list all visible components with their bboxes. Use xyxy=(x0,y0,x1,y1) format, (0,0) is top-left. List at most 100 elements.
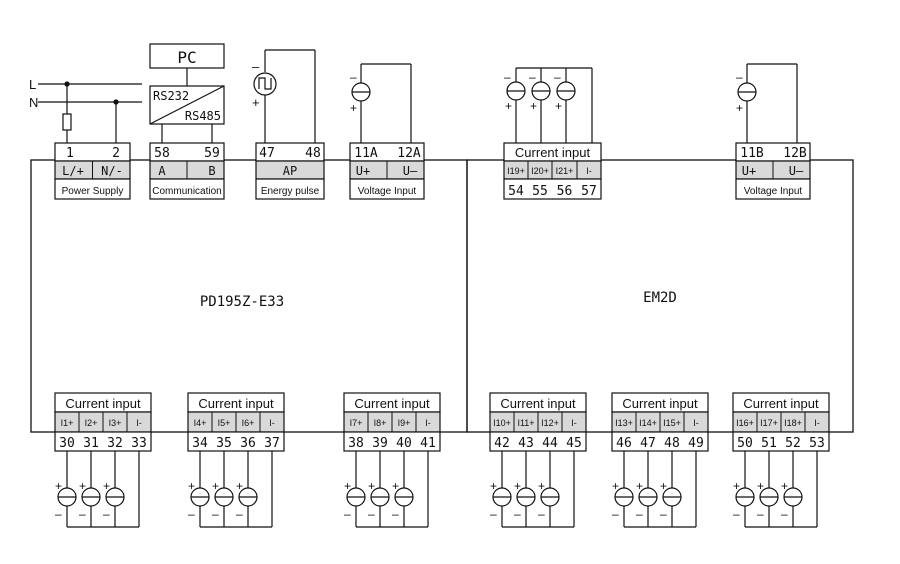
supply-lines xyxy=(38,83,142,143)
top-src-plus: + xyxy=(505,99,512,113)
pulse-plus: + xyxy=(252,95,260,110)
block-title: Current input xyxy=(65,396,141,411)
terminal-signal: I2+ xyxy=(85,418,98,428)
terminal-number: 49 xyxy=(688,436,704,451)
terminal-block-energy-pulse: 47 48 AP Energy pulse xyxy=(255,142,325,200)
current-sources-2 xyxy=(190,451,273,528)
terminal-number: 47 xyxy=(259,146,275,161)
terminal-signal: I- xyxy=(425,418,431,428)
terminal-signal: I5+ xyxy=(218,418,231,428)
terminal-signal: I10+ xyxy=(493,418,511,428)
pulse-output xyxy=(253,49,316,143)
terminal-number: 37 xyxy=(264,436,280,451)
volt-a-minus: – xyxy=(350,70,357,84)
top-src-minus: – xyxy=(554,70,561,84)
terminal-number: 38 xyxy=(348,436,364,451)
terminal-number: 47 xyxy=(640,436,656,451)
source-minus: – xyxy=(660,507,667,521)
main-module-name: PD195Z-E33 xyxy=(200,294,284,310)
source-minus: – xyxy=(368,507,375,521)
source-minus: – xyxy=(344,507,351,521)
terminal-signal: U+ xyxy=(742,164,756,178)
terminal-signal: I- xyxy=(269,418,275,428)
terminal-number: 44 xyxy=(542,436,558,451)
terminal-number: 34 xyxy=(192,436,208,451)
terminal-number: 54 xyxy=(508,184,524,199)
source-minus: – xyxy=(103,507,110,521)
terminal-number: 11B xyxy=(740,146,764,161)
source-plus: + xyxy=(212,479,219,493)
terminal-number: 56 xyxy=(557,184,573,199)
terminal-signal: I12+ xyxy=(541,418,559,428)
terminal-signal: I- xyxy=(571,418,577,428)
source-plus: + xyxy=(538,479,545,493)
current-sources-1 xyxy=(57,451,140,528)
volt-b-minus: – xyxy=(736,70,743,84)
source-plus: + xyxy=(781,479,788,493)
terminal-signal: U– xyxy=(403,164,418,178)
terminal-number: 42 xyxy=(494,436,510,451)
voltage-source-a xyxy=(351,63,412,143)
source-minus: – xyxy=(781,507,788,521)
source-minus: – xyxy=(612,507,619,521)
terminal-signal: I6+ xyxy=(242,418,255,428)
terminal-signal: I1+ xyxy=(61,418,74,428)
terminal-signal: I- xyxy=(814,418,820,428)
terminal-signal: I20+ xyxy=(531,166,549,176)
top-src-plus: + xyxy=(530,99,537,113)
block-title: Current input xyxy=(622,396,698,411)
junction-dot xyxy=(113,99,119,105)
top-src-minus: – xyxy=(504,70,511,84)
source-minus: – xyxy=(212,507,219,521)
voltage-source-b xyxy=(737,63,798,143)
terminal-signal: L/+ xyxy=(62,164,84,178)
block-title: Current input xyxy=(500,396,576,411)
terminal-number: 1 xyxy=(66,146,74,161)
terminal-signal: U– xyxy=(789,164,804,178)
source-plus: + xyxy=(79,479,86,493)
terminal-signal: I9+ xyxy=(398,418,411,428)
source-minus: – xyxy=(514,507,521,521)
block-title: Current input xyxy=(743,396,819,411)
terminal-signal: I- xyxy=(136,418,142,428)
block-title: Current input xyxy=(198,396,274,411)
pc-label: PC xyxy=(177,48,196,67)
neutral-label: N xyxy=(29,95,38,110)
terminal-number: 59 xyxy=(204,146,220,161)
source-plus: + xyxy=(733,479,740,493)
terminal-number: 11A xyxy=(354,146,378,161)
source-plus: + xyxy=(368,479,375,493)
top-src-minus: – xyxy=(529,70,536,84)
junction-dot xyxy=(64,81,70,87)
volt-a-plus: + xyxy=(350,101,357,115)
source-minus: – xyxy=(392,507,399,521)
terminal-number: 41 xyxy=(420,436,436,451)
current-sources-5 xyxy=(614,451,697,528)
terminal-signal: I- xyxy=(693,418,699,428)
block-caption: Voltage Input xyxy=(744,186,803,197)
terminal-number: 2 xyxy=(112,146,120,161)
terminal-signal: I17+ xyxy=(760,418,778,428)
rs232-label: RS232 xyxy=(153,89,189,103)
terminal-block-voltage-a: 11A 12A U+ U– Voltage Input xyxy=(349,142,425,200)
terminal-number: 52 xyxy=(785,436,801,451)
source-plus: + xyxy=(236,479,243,493)
terminal-signal: AP xyxy=(283,164,297,178)
extension-module-name: EM2D xyxy=(643,290,677,306)
source-plus: + xyxy=(103,479,110,493)
source-minus: – xyxy=(188,507,195,521)
pulse-minus: – xyxy=(252,59,260,74)
block-caption: Power Supply xyxy=(62,186,124,197)
source-plus: + xyxy=(392,479,399,493)
source-minus: – xyxy=(236,507,243,521)
block-caption: Energy pulse xyxy=(261,186,320,197)
terminal-number: 55 xyxy=(532,184,548,199)
terminal-number: 40 xyxy=(396,436,412,451)
block-caption: Voltage Input xyxy=(358,186,417,197)
terminal-signal: I13+ xyxy=(615,418,633,428)
source-plus: + xyxy=(636,479,643,493)
top-src-plus: + xyxy=(555,99,562,113)
